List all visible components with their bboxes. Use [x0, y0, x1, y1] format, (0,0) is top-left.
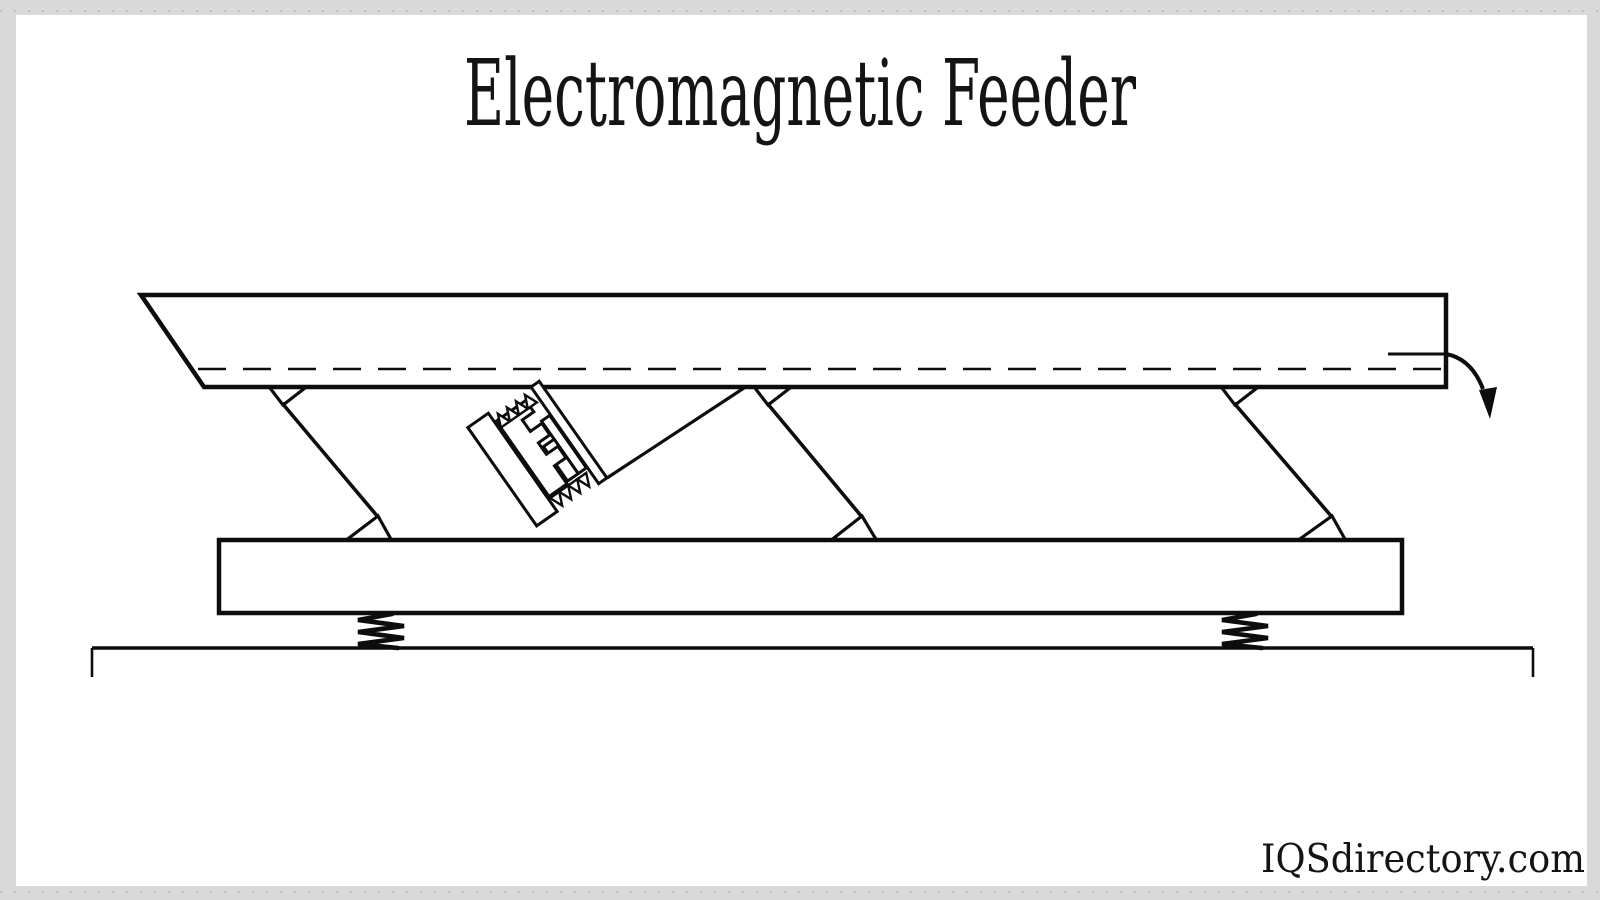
top-clamp — [1220, 386, 1258, 408]
bottom-clamp — [340, 513, 395, 543]
electromagnet-rotated-group — [465, 379, 609, 528]
ground-line — [90, 646, 1535, 677]
tray-outline — [136, 292, 1449, 390]
electromagnet-drive-assembly — [465, 379, 745, 528]
page-title: Electromagnetic Feeder — [464, 40, 1136, 147]
top-clamp — [268, 386, 306, 408]
drive-spring-top-icon — [496, 392, 540, 430]
paper-sheet — [16, 15, 1587, 886]
e-core — [494, 398, 570, 499]
base-block — [216, 537, 1405, 616]
spring-blade — [765, 401, 864, 519]
magnet-body — [465, 411, 560, 528]
spring-tooth — [566, 477, 582, 496]
discharge-flow-arrow — [1445, 352, 1497, 419]
leaf-spring-middle — [753, 386, 880, 543]
spring-tooth — [496, 411, 513, 430]
arrow-curve — [1445, 352, 1485, 390]
isolation-coil-spring-right — [1221, 611, 1269, 651]
armature-link-blade — [606, 386, 745, 480]
spring-tooth — [514, 398, 531, 418]
feeder-tray — [136, 292, 1449, 390]
leaf-spring-right — [1220, 386, 1349, 543]
watermark: IQSdirectory.com — [1261, 837, 1585, 882]
spring-tooth — [523, 392, 540, 411]
bottom-clamp — [825, 513, 880, 543]
leaf-spring-left — [268, 386, 395, 543]
bottom-clamp — [1292, 513, 1349, 543]
spring-tooth — [548, 489, 564, 509]
arrow-head-icon — [1479, 387, 1497, 419]
top-clamp — [753, 386, 791, 408]
drive-spring-bottom-icon — [548, 470, 591, 509]
spring-tooth — [575, 470, 591, 490]
margin-dots-bottom — [0, 891, 1600, 893]
spring-blade — [1232, 401, 1334, 519]
margin-dots-top — [0, 10, 1600, 12]
isolation-coil-spring-left — [357, 611, 405, 651]
spring-tooth — [505, 405, 522, 424]
spring-tooth — [557, 483, 573, 502]
spring-blade — [280, 401, 380, 519]
